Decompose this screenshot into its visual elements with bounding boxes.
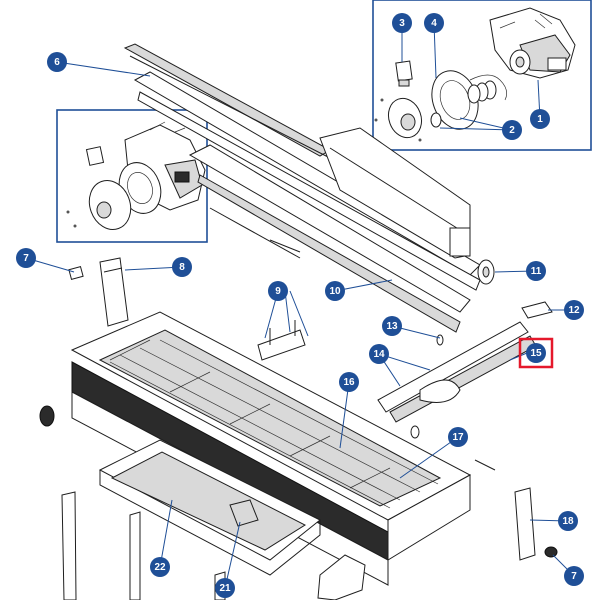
callout-circle: [382, 316, 402, 336]
inset-frame-top-right: [372, 0, 592, 151]
callout-10: 10: [325, 281, 345, 301]
callout-label: 22: [154, 562, 166, 573]
saw-head-drawing: [85, 121, 206, 230]
callout-label: 1: [537, 114, 543, 125]
callout-12: 12: [564, 300, 584, 320]
motor-unit-drawing: [489, 7, 576, 79]
rear-support-drawing: [319, 127, 471, 259]
inset-frame-left: [56, 109, 208, 243]
callout-4: 4: [424, 13, 444, 33]
callout-11: 11: [526, 261, 546, 281]
left-bracket-drawing: [39, 257, 129, 427]
callout-label: 7: [23, 253, 29, 264]
highlight-box: [518, 337, 554, 369]
callout-circle: [47, 52, 67, 72]
callout-circle: [526, 261, 546, 281]
callout-21: 21: [215, 578, 235, 598]
callout-label: 14: [373, 349, 385, 360]
right-parts-drawing: [377, 301, 558, 561]
rail-assembly-drawing: [123, 43, 481, 333]
callout-circle: [564, 300, 584, 320]
bolt-set-drawing: [257, 320, 306, 361]
callout-label: 18: [562, 516, 574, 527]
callout-circle: [392, 13, 412, 33]
callout-label: 4: [431, 18, 437, 29]
saw-head-detail-inset: [56, 109, 208, 243]
callout-label: 10: [329, 286, 341, 297]
callout-1: 1: [530, 109, 550, 129]
callout-circle: [172, 257, 192, 277]
callout-label: 9: [275, 286, 281, 297]
callout-label: 13: [386, 321, 398, 332]
callout-label: 11: [531, 266, 542, 277]
callout-circle: [369, 344, 389, 364]
flange-disc-drawing: [387, 97, 442, 139]
pump-drawing: [229, 499, 366, 600]
callout-circle: [424, 13, 444, 33]
callout-label: 21: [219, 583, 231, 594]
callout-13: 13: [382, 316, 402, 336]
callout-circle: [502, 120, 522, 140]
callout-circle: [530, 109, 550, 129]
callout-label: 8: [179, 262, 185, 273]
callout-17: 17: [448, 427, 468, 447]
callout-label: 3: [399, 18, 405, 29]
blade-guard-disc-drawing: [431, 70, 507, 130]
motor-detail-inset: [372, 0, 592, 151]
callout-9: 9: [268, 281, 288, 301]
callout-circle: [150, 557, 170, 577]
callout-circle: [215, 578, 235, 598]
table-perforation-pattern: [109, 339, 439, 509]
callout-7: 7: [564, 566, 584, 586]
callout-2: 2: [502, 120, 522, 140]
water-tray-drawing: [98, 439, 321, 576]
callout-16: 16: [339, 372, 359, 392]
callout-18: 18: [558, 511, 578, 531]
callout-6: 6: [47, 52, 67, 72]
callout-7: 7: [16, 248, 36, 268]
callout-8: 8: [172, 257, 192, 277]
small-bracket-drawing: [395, 60, 413, 87]
callout-circle: [558, 511, 578, 531]
legs-drawing: [61, 491, 226, 600]
callout-label: 15: [530, 348, 542, 359]
callout-label: 7: [571, 571, 577, 582]
callout-3: 3: [392, 13, 412, 33]
end-wheel-drawing: [477, 259, 495, 285]
callout-circle: [339, 372, 359, 392]
callout-label: 2: [509, 125, 515, 136]
callout-circle: [564, 566, 584, 586]
callout-label: 12: [568, 305, 580, 316]
callout-15: 15: [518, 337, 554, 369]
callout-circle: [268, 281, 288, 301]
callout-circle: [448, 427, 468, 447]
callout-label: 16: [343, 377, 355, 388]
callout-14: 14: [369, 344, 389, 364]
callout-circle: [526, 343, 546, 363]
callout-22: 22: [150, 557, 170, 577]
callout-label: 17: [452, 432, 464, 443]
callout-circle: [325, 281, 345, 301]
callout-circle: [16, 248, 36, 268]
callout-label: 6: [54, 57, 60, 68]
